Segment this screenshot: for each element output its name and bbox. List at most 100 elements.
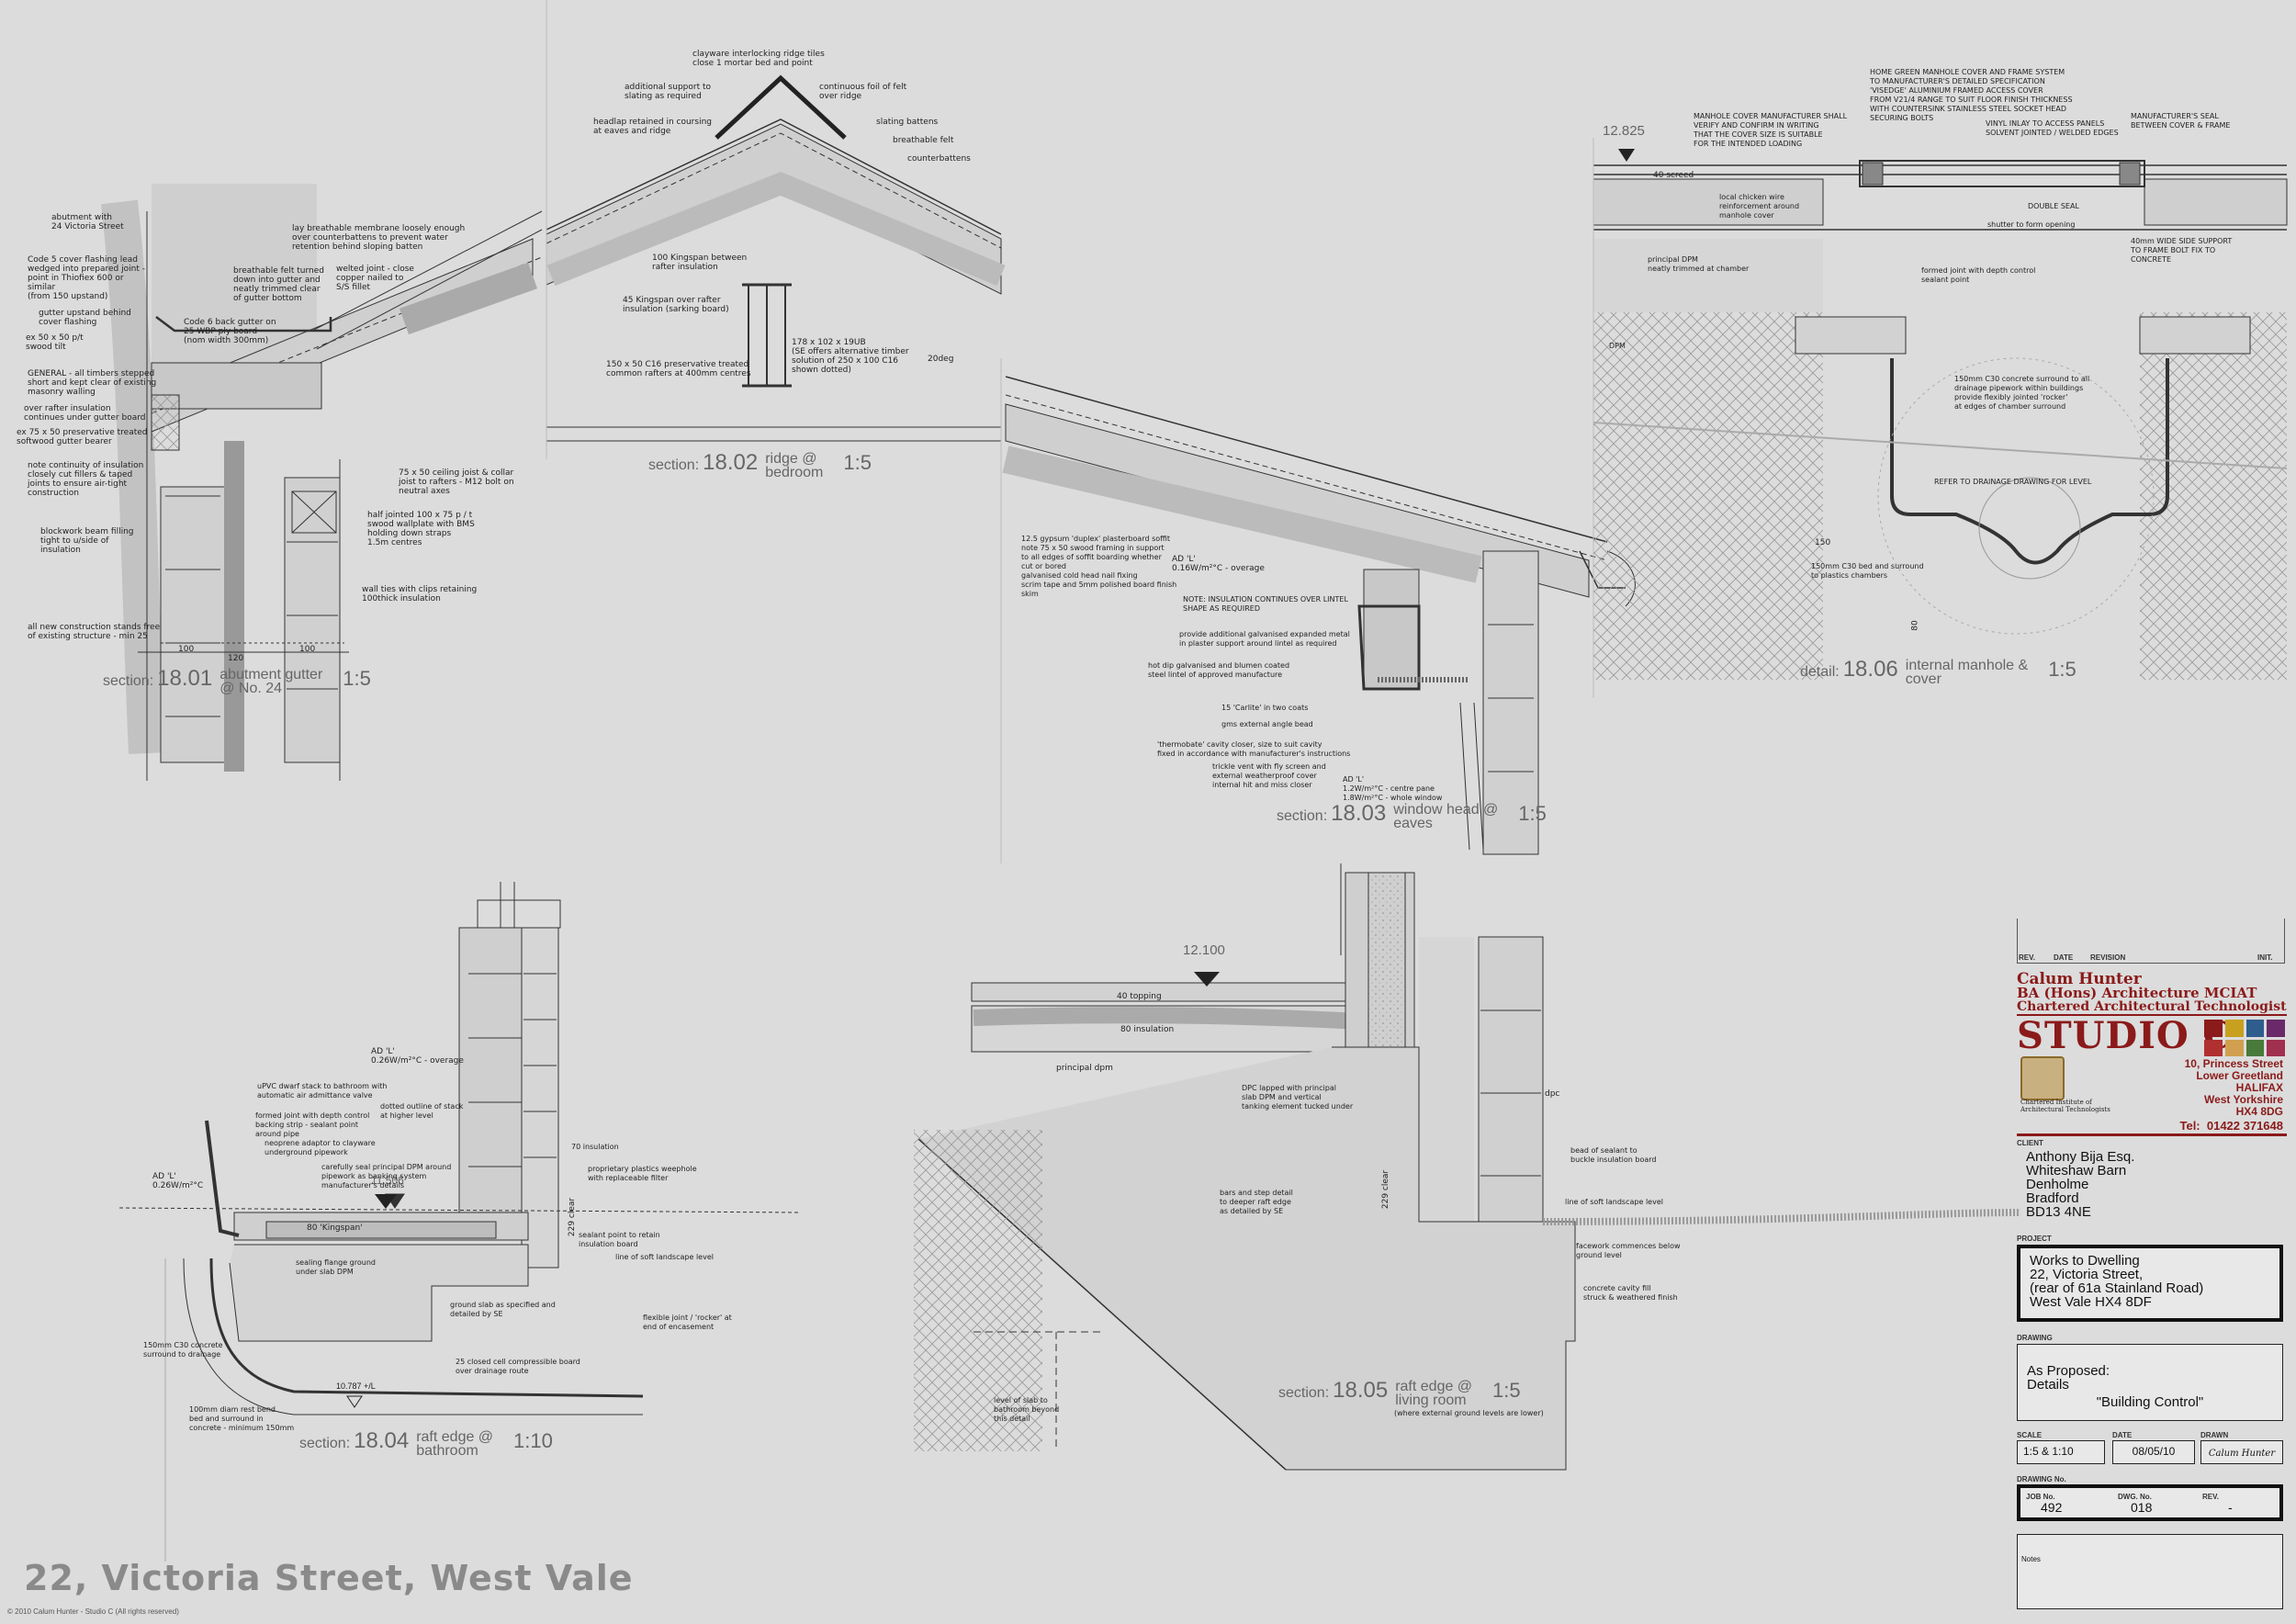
note-1801: abutment with 24 Victoria Street bbox=[51, 213, 124, 231]
note-1801: breathable felt turned down into gutter … bbox=[233, 266, 324, 303]
level-12100: 12.100 bbox=[1183, 942, 1225, 958]
note-1803: 12.5 gypsum 'duplex' plasterboard soffit… bbox=[1021, 535, 1177, 598]
detail-18-06-drawing bbox=[1593, 160, 2288, 680]
note-1802: 100 Kingspan between rafter insulation bbox=[652, 254, 748, 272]
dwg-number: 018 bbox=[2131, 1500, 2153, 1515]
note-1804: flexible joint / 'rocker' at end of enca… bbox=[643, 1314, 732, 1331]
dim-229-a: 229 clear bbox=[568, 1197, 578, 1237]
rev-label: REV. bbox=[2202, 1493, 2219, 1501]
note-1801: ex 75 x 50 preservative treated softwood… bbox=[17, 428, 148, 446]
note-1803: 15 'Carlite' in two coats bbox=[1221, 704, 1309, 712]
note-1806: principal DPM neatly trimmed at chamber bbox=[1648, 255, 1750, 273]
note-1802: headlap retained in coursing at eaves an… bbox=[593, 118, 712, 136]
detail-label: section: bbox=[103, 673, 154, 689]
detail-name: internal manhole & cover bbox=[1905, 657, 2029, 687]
date-label: DATE bbox=[2112, 1431, 2133, 1439]
job-label: JOB No. bbox=[2026, 1493, 2055, 1501]
swatch bbox=[2224, 1020, 2244, 1037]
note-1804: uPVC dwarf stack to bathroom with automa… bbox=[257, 1082, 388, 1100]
drawing-label: DRAWING bbox=[2017, 1334, 2053, 1342]
detail-scale: 1:5 bbox=[2048, 658, 2077, 681]
client-label: CLIENT bbox=[2017, 1139, 2043, 1147]
revision-header: REVISION bbox=[2090, 953, 2126, 962]
note-1802: additional support to slating as require… bbox=[625, 83, 712, 101]
note-1802: continuous foil of felt over ridge bbox=[819, 83, 907, 101]
note-1802: 178 x 102 x 19UB (SE offers alternative … bbox=[792, 338, 909, 375]
header-rule-bottom bbox=[2017, 1133, 2287, 1136]
dim-100-a: 100 bbox=[178, 645, 195, 654]
detail-name: raft edge @ living room bbox=[1395, 1378, 1473, 1408]
note-1806: MANUFACTURER'S SEAL BETWEEN COVER & FRAM… bbox=[2131, 112, 2231, 130]
rev-value: - bbox=[2228, 1500, 2233, 1515]
dwg-label: DWG. No. bbox=[2118, 1493, 2152, 1501]
date-box: 08/05/10 bbox=[2112, 1440, 2195, 1464]
note-1802: 20deg bbox=[928, 355, 954, 364]
address-line: West Yorkshire bbox=[2203, 1093, 2283, 1106]
detail-scale: 1:5 bbox=[1518, 802, 1547, 825]
note-1802: 150 x 50 C16 preservative treated common… bbox=[606, 360, 751, 378]
rev-header: REV. bbox=[2019, 953, 2035, 962]
note-1806: VINYL INLAY TO ACCESS PANELS SOLVENT JOI… bbox=[1986, 119, 2119, 137]
note-1803: trickle vent with fly screen and externa… bbox=[1212, 762, 1326, 789]
level-11506: 11.506 bbox=[371, 1174, 404, 1187]
detail-label: section: bbox=[648, 457, 700, 473]
note-1804: line of soft landscape level bbox=[615, 1253, 714, 1261]
notes-box: Notes bbox=[2017, 1534, 2283, 1609]
address-line: HALIFAX bbox=[2235, 1081, 2283, 1094]
detail-name: abutment gutter @ No. 24 bbox=[219, 666, 323, 696]
swatch bbox=[2224, 1039, 2244, 1056]
drawn-box: Calum Hunter bbox=[2200, 1440, 2283, 1464]
section-18-03-drawing bbox=[1002, 376, 1636, 855]
sheet-title: 22, Victoria Street, West Vale bbox=[24, 1558, 634, 1598]
note-1801: GENERAL - all timbers stepped short and … bbox=[28, 369, 157, 397]
note-1805: level of slab to bathroom beyond this de… bbox=[994, 1396, 1060, 1423]
note-1802: counterbattens bbox=[907, 154, 971, 164]
scale-label: SCALE bbox=[2017, 1431, 2043, 1439]
note-1804: sealant point to retain insulation board bbox=[579, 1231, 660, 1248]
swatch bbox=[2245, 1039, 2265, 1056]
swatch bbox=[2267, 1039, 2285, 1056]
scale-box: 1:5 & 1:10 bbox=[2017, 1440, 2105, 1464]
note-1804: 80 'Kingspan' bbox=[307, 1224, 363, 1233]
note-1804: formed joint with depth control backing … bbox=[255, 1111, 370, 1138]
project-label: PROJECT bbox=[2017, 1235, 2052, 1243]
note-1803: 'thermobate' cavity closer, size to suit… bbox=[1157, 740, 1351, 758]
studio-address: 10, Princess Street Lower Greetland HALI… bbox=[2185, 1058, 2283, 1118]
section-18-05-note: (where external ground levels are lower) bbox=[1394, 1409, 1544, 1417]
note-1803: NOTE: INSULATION CONTINUES OVER LINTEL S… bbox=[1183, 595, 1348, 613]
note-1804: sealing flange ground under slab DPM bbox=[296, 1258, 376, 1276]
client-box: Anthony Bija Esq. Whiteshaw Barn Denholm… bbox=[2026, 1149, 2135, 1220]
detail-label: detail: bbox=[1800, 664, 1840, 680]
note-1801: all new construction stands free of exis… bbox=[28, 623, 161, 641]
note-1805: principal dpm bbox=[1056, 1064, 1113, 1073]
note-1806: DOUBLE SEAL bbox=[2028, 202, 2079, 210]
detail-scale: 1:10 bbox=[513, 1429, 553, 1452]
note-1806: REFER TO DRAINAGE DRAWING FOR LEVEL bbox=[1934, 478, 2092, 486]
ciat-emblem-icon bbox=[2020, 1056, 2065, 1100]
architect-quals-2: Chartered Architectural Technologist bbox=[2017, 999, 2287, 1014]
note-1801: blockwork beam filling tight to u/side o… bbox=[40, 527, 134, 555]
note-1804: AD 'L' 0.26W/m²°C - overage bbox=[371, 1047, 464, 1066]
detail-name: window head @ eaves bbox=[1393, 801, 1499, 831]
address-line: 10, Princess Street bbox=[2184, 1057, 2283, 1070]
note-1802: 45 Kingspan over rafter insulation (sark… bbox=[623, 296, 729, 314]
init-header: INIT. bbox=[2257, 953, 2273, 962]
header-rule bbox=[2017, 1014, 2287, 1016]
note-1803: gms external angle bead bbox=[1221, 720, 1313, 728]
drawing-subtitle: "Building Control" bbox=[2096, 1394, 2204, 1410]
note-1806: 150mm C30 bed and surround to plastics c… bbox=[1811, 562, 1924, 580]
note-1806: shutter to form opening bbox=[1987, 220, 2076, 229]
note-1804: dotted outline of stack at higher level bbox=[380, 1102, 464, 1120]
detail-number: 18.04 bbox=[354, 1428, 410, 1453]
level-markers bbox=[346, 149, 1635, 1408]
note-1804: 70 insulation bbox=[571, 1143, 619, 1151]
drawn-label: DRAWN bbox=[2200, 1431, 2229, 1439]
note-1804: carefully seal principal DPM around pipe… bbox=[321, 1163, 452, 1190]
note-1804: 25 closed cell compressible board over d… bbox=[456, 1358, 580, 1375]
section-18-01-drawing bbox=[101, 184, 543, 781]
swatch bbox=[2267, 1020, 2285, 1037]
